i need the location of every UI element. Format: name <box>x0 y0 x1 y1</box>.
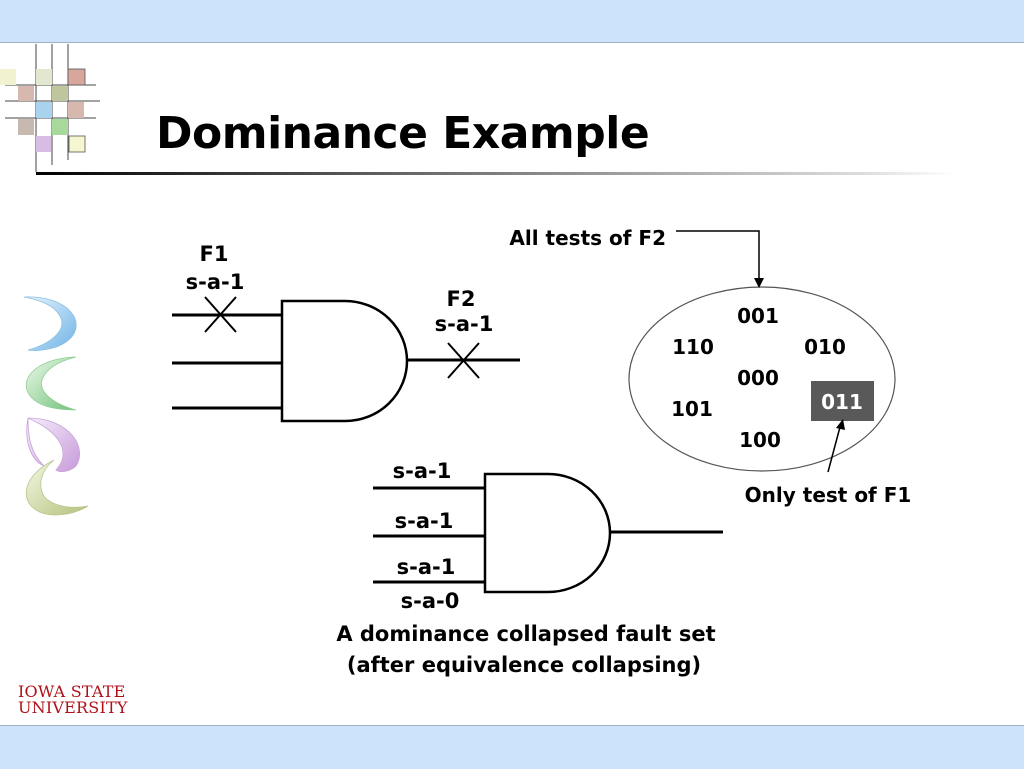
test-vector: 010 <box>804 335 846 359</box>
f1-fault-mark <box>204 296 237 333</box>
top-band <box>0 0 1024 43</box>
crescent-decoration <box>23 296 89 516</box>
slide-title: Dominance Example <box>156 108 650 159</box>
test-vector: 100 <box>739 428 781 452</box>
gate2-output-fault: s-a-0 <box>401 589 460 613</box>
f1-fault-label: s-a-1 <box>186 270 245 294</box>
logo-line-1: IOWA STATE <box>18 682 126 701</box>
collapsed-set-caption-line1: A dominance collapsed fault set <box>336 622 715 646</box>
test-set-ellipse <box>628 286 896 472</box>
gate2-input3-fault: s-a-1 <box>397 555 456 579</box>
highlight-box <box>811 381 874 421</box>
collapsed-set-caption-line2: (after equivalence collapsing) <box>347 653 701 677</box>
test-vector: 000 <box>737 366 779 390</box>
test-vector: 001 <box>737 304 779 328</box>
all-tests-caption: All tests of F2 <box>509 226 666 250</box>
test-vector: 101 <box>671 397 713 421</box>
crescent-blue-shape <box>23 296 77 351</box>
crescent-green-shape <box>25 356 77 411</box>
test-vector-highlight: 011 <box>821 390 863 414</box>
bottom-band <box>0 725 1024 769</box>
title-underline <box>36 172 956 175</box>
and-gate-2 <box>483 472 612 594</box>
logo-line-2: UNIVERSITY <box>18 698 128 717</box>
only-test-arrowhead <box>836 419 845 430</box>
all-tests-arrow <box>676 230 760 280</box>
grid-decoration <box>0 44 100 172</box>
f2-fault-mark <box>447 342 480 379</box>
all-tests-arrowhead <box>754 278 764 288</box>
only-test-arrow <box>827 426 841 473</box>
only-test-caption: Only test of F1 <box>745 483 912 507</box>
f1-name: F1 <box>200 242 229 266</box>
crescent-olive-shape <box>25 459 89 516</box>
and-gate-1 <box>280 299 409 423</box>
gate2-input2-fault: s-a-1 <box>395 509 454 533</box>
test-vector: 110 <box>672 335 714 359</box>
f2-name: F2 <box>447 287 476 311</box>
gate2-input1-fault: s-a-1 <box>393 459 452 483</box>
university-logo: IOWA STATE UNIVERSITY <box>18 684 128 716</box>
f2-fault-label: s-a-1 <box>435 312 494 336</box>
